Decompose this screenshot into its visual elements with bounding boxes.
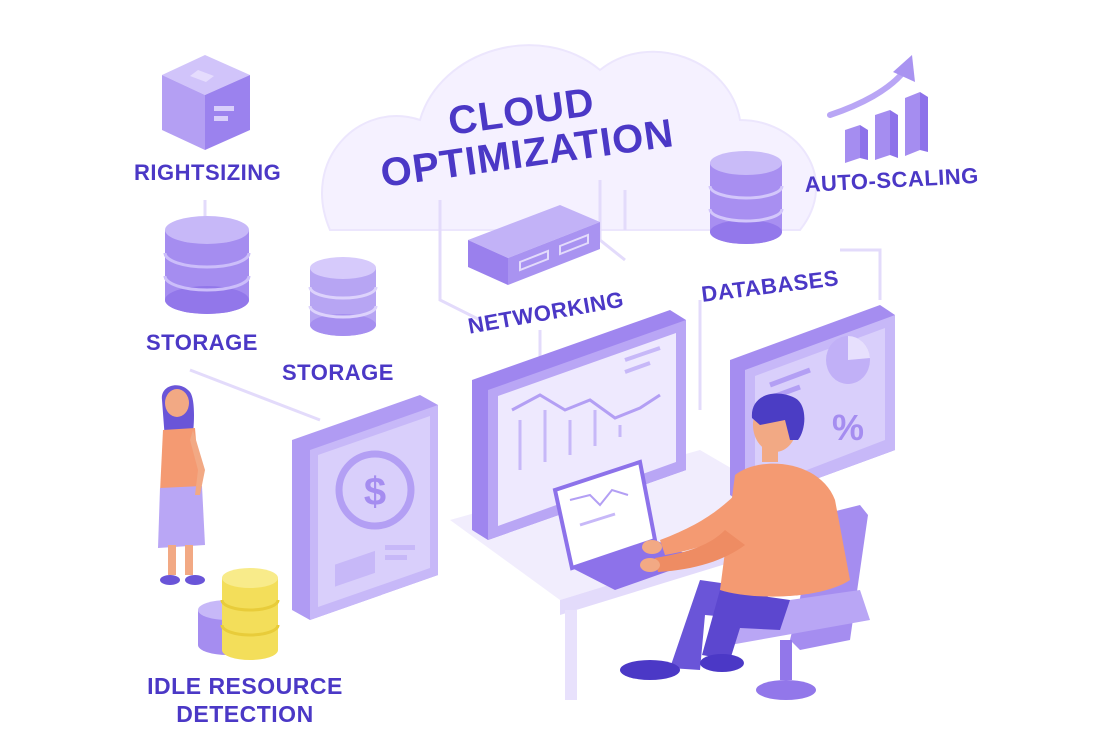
label-storage-left: STORAGE [146,330,258,355]
dollar-icon: $ [335,450,415,530]
line-chart-icon [511,346,661,470]
percent-icon: % [832,407,864,448]
metrics-monitor: % [730,305,895,505]
pie-chart-icon [826,335,870,384]
idle-line-1: IDLE RESOURCE [147,673,343,699]
label-storage-center: STORAGE [282,360,394,385]
label-rightsizing: RIGHTSIZING [134,160,282,185]
databases-database-icon [708,151,784,244]
growth-bar-chart-icon [827,55,928,163]
currency-symbol: $ [364,470,386,514]
cube-icon [162,55,250,150]
woman-figure [158,385,205,585]
label-idle-resource-detection: IDLE RESOURCE DETECTION [140,672,350,728]
storage-left-database-icon [163,216,251,314]
network-router-icon [468,205,600,285]
cost-tablet: $ [292,395,438,620]
storage-center-database-icon [308,257,378,336]
man-at-desk [620,393,870,700]
idle-line-2: DETECTION [176,701,314,727]
coin-stack-icon [198,568,280,660]
cloud-backdrop [321,44,818,231]
